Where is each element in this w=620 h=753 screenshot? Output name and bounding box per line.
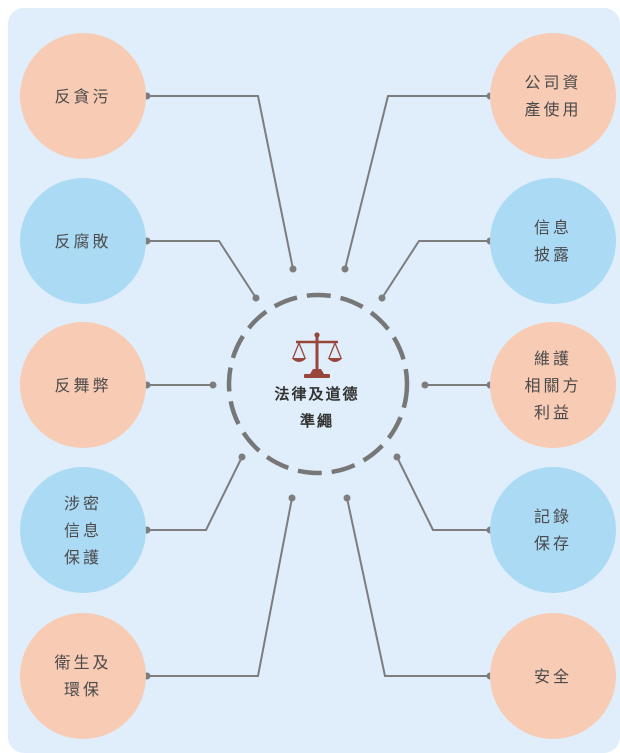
connector-left-4 bbox=[147, 456, 243, 531]
node-label: 維護 相關方 利益 bbox=[524, 348, 582, 422]
center-title: 法律及道德 準繩 bbox=[274, 385, 360, 430]
node-record-keeping: 記錄 保存 bbox=[490, 467, 616, 593]
dashed-ring bbox=[226, 292, 410, 476]
connector-dot bbox=[421, 381, 429, 389]
node-label: 反貪污 bbox=[54, 86, 112, 106]
connector-dot bbox=[252, 294, 260, 302]
node-label: 反腐敗 bbox=[54, 231, 112, 251]
connector-dot bbox=[343, 494, 351, 502]
connector-dot bbox=[209, 381, 217, 389]
node-company-assets: 公司資 產使用 bbox=[490, 33, 616, 159]
connector-dot bbox=[288, 494, 296, 502]
connector-left-2 bbox=[147, 240, 257, 299]
connector-dot bbox=[378, 294, 386, 302]
node-label: 涉密 信息 保護 bbox=[63, 493, 102, 567]
connector-right-5 bbox=[346, 497, 490, 677]
connector-dot bbox=[289, 265, 297, 273]
node-anti-corruption: 反貪污 bbox=[20, 33, 146, 159]
node-label: 信息 披露 bbox=[533, 218, 572, 264]
connector-right-1 bbox=[344, 95, 490, 270]
node-anti-bribery: 反腐敗 bbox=[20, 178, 146, 304]
node-information-disclosure: 信息 披露 bbox=[490, 178, 616, 304]
node-safety: 安全 bbox=[490, 613, 616, 739]
node-confidential-info: 涉密 信息 保護 bbox=[20, 467, 146, 593]
node-health-environment: 衛生及 環保 bbox=[20, 613, 146, 739]
connector-left-1 bbox=[147, 95, 294, 270]
connector-dot bbox=[341, 265, 349, 273]
node-label: 公司資 產使用 bbox=[524, 73, 582, 119]
node-stakeholder-interests: 維護 相關方 利益 bbox=[490, 322, 616, 448]
node-anti-fraud: 反舞弊 bbox=[20, 322, 146, 448]
connector-left-5 bbox=[147, 497, 293, 677]
center-hub: 法律及道德 準繩 bbox=[226, 292, 408, 474]
node-label: 反舞弊 bbox=[54, 375, 112, 395]
scale-of-justice-icon bbox=[291, 332, 343, 378]
node-label: 記錄 保存 bbox=[533, 507, 572, 553]
node-label: 衛生及 環保 bbox=[54, 653, 112, 699]
connector-right-4 bbox=[396, 456, 490, 531]
connector-dot bbox=[238, 453, 246, 461]
node-label: 安全 bbox=[533, 666, 572, 686]
connector-right-2 bbox=[381, 240, 490, 299]
connector-dot bbox=[393, 453, 401, 461]
